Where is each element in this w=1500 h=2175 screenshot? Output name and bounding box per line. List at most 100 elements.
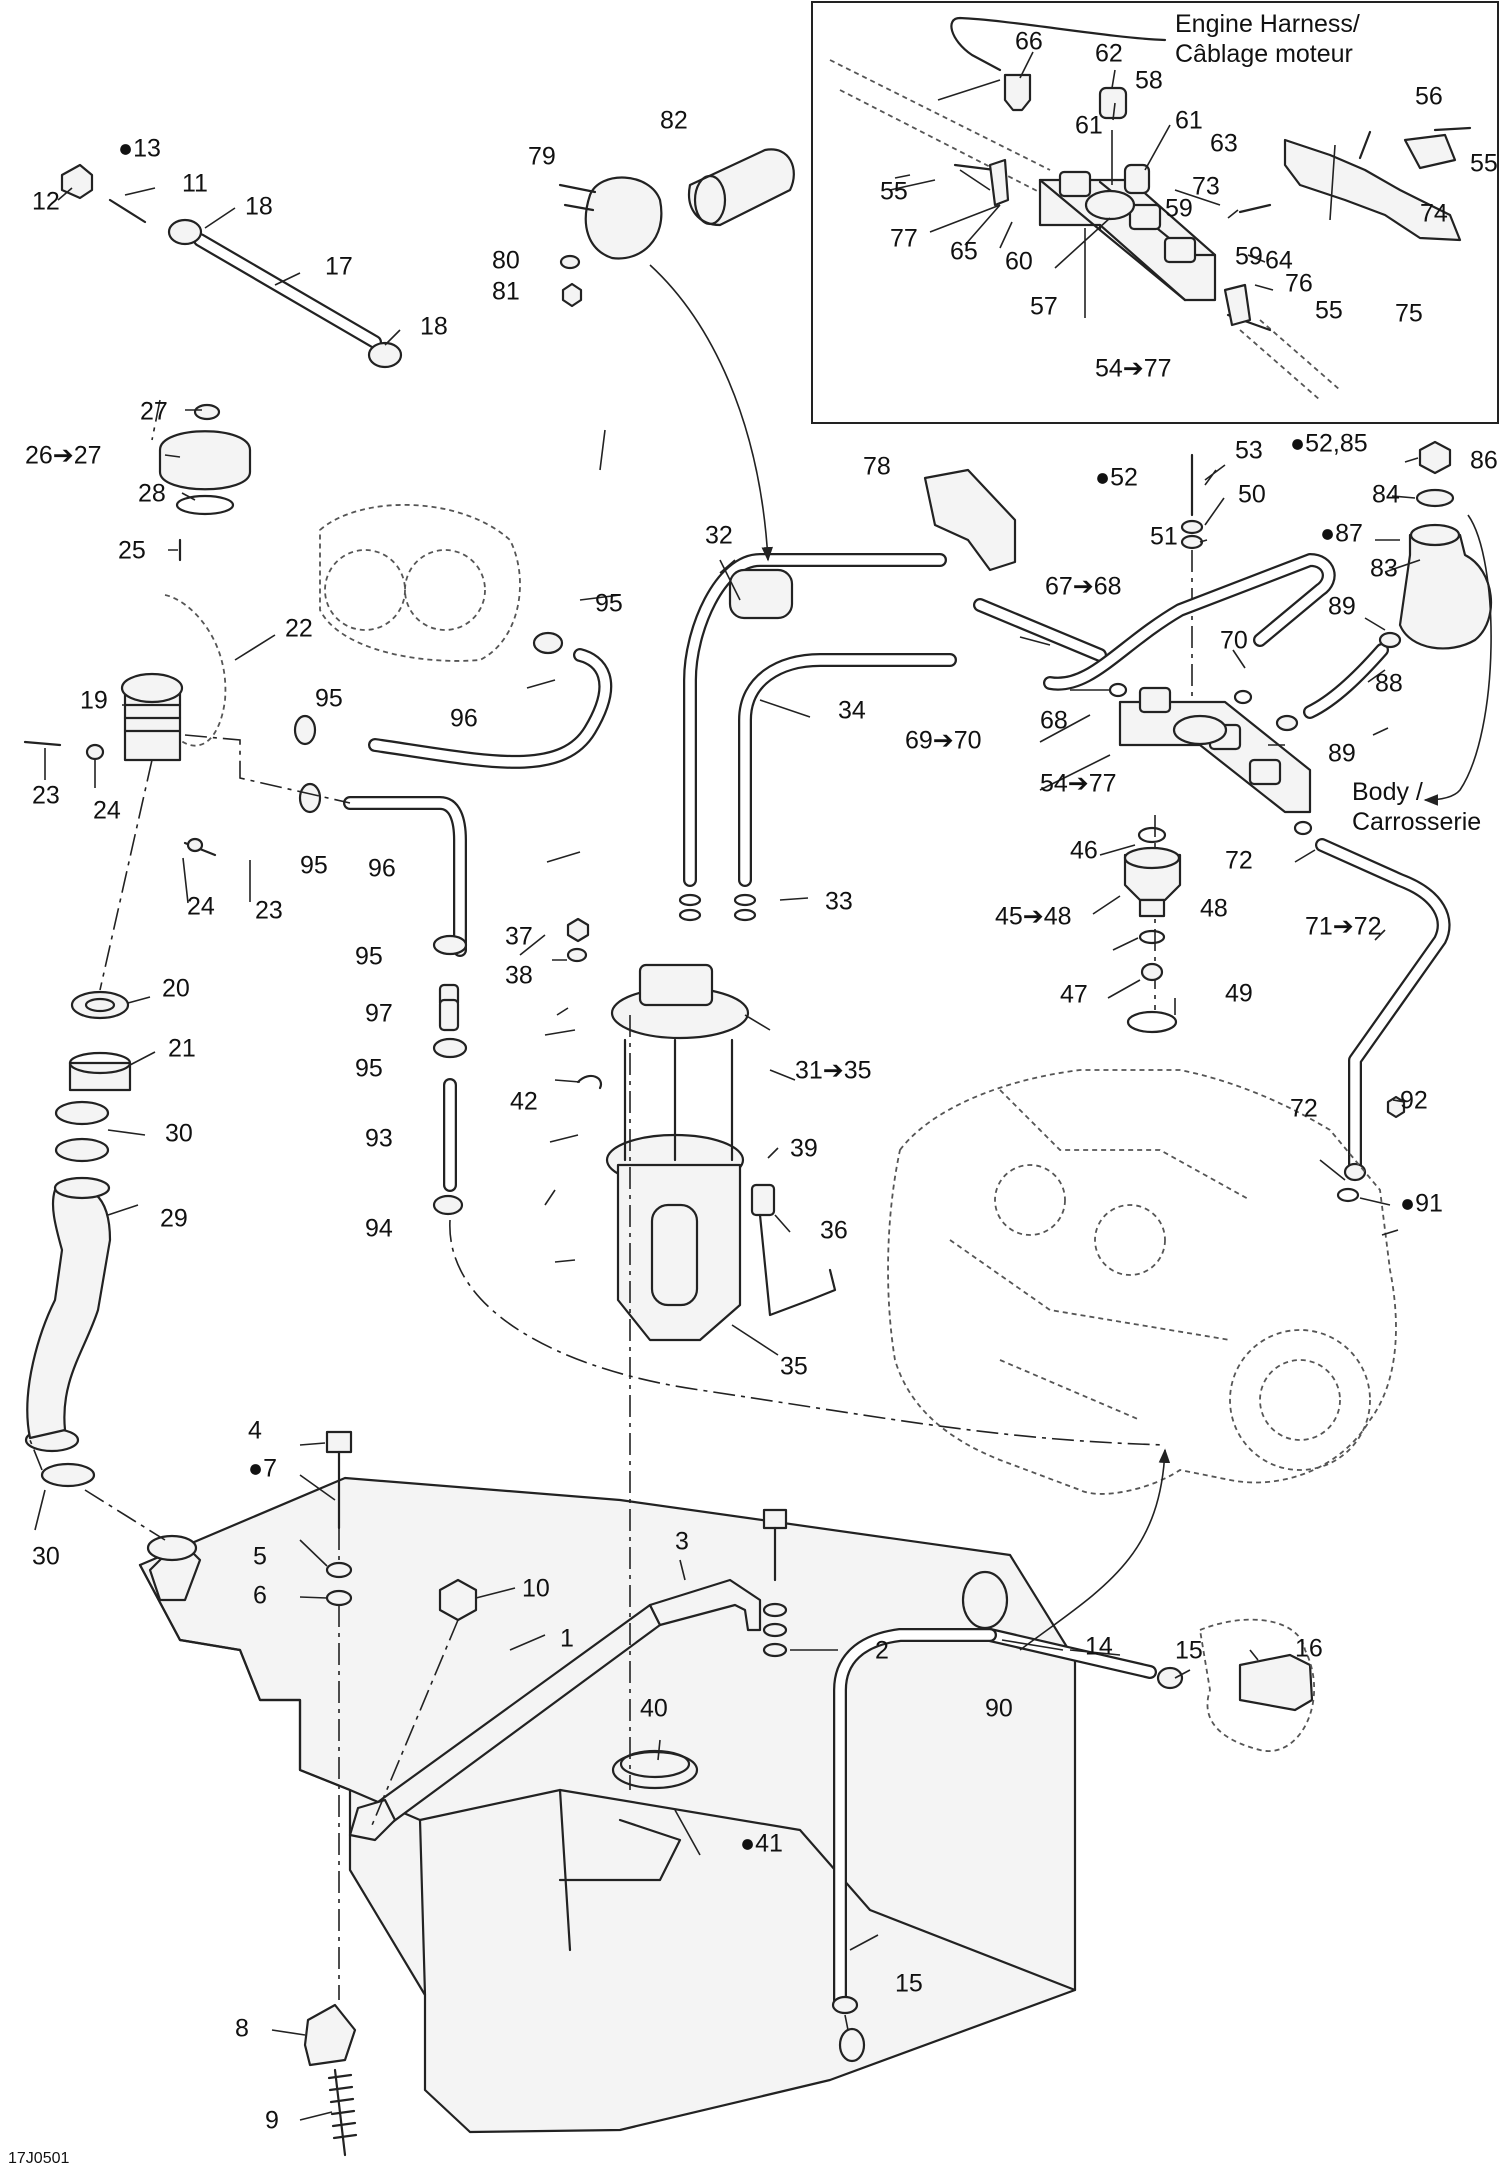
callout-82: 82 (660, 107, 688, 135)
callout-76: 76 (1285, 270, 1313, 298)
callout-54-77: 54➔77 (1040, 770, 1117, 798)
body-note-line1: Body / (1352, 778, 1423, 806)
callout-34: 34 (838, 697, 866, 725)
callout-70: 70 (1220, 627, 1248, 655)
callout-14: 14 (1085, 1633, 1113, 1661)
callout-72: 72 (1225, 847, 1253, 875)
callout-94: 94 (365, 1215, 393, 1243)
callout-65: 65 (950, 238, 978, 266)
callout-59: 59 (1235, 243, 1263, 271)
fuel-pump-module (566, 553, 957, 1790)
callout-51: 51 (1150, 523, 1178, 551)
callout-42: 42 (510, 1088, 538, 1116)
callout-93: 93 (365, 1125, 393, 1153)
callout-55: 55 (880, 178, 908, 206)
callout-23: 23 (255, 897, 283, 925)
callout-95: 95 (300, 852, 328, 880)
callout-21: 21 (168, 1035, 196, 1063)
callout-75: 75 (1395, 300, 1423, 328)
fuel-rail-inset (811, 1, 1499, 424)
callout-60: 60 (1005, 248, 1033, 276)
callout-96: 96 (368, 855, 396, 883)
callout-86: 86 (1470, 447, 1498, 475)
callout-39: 39 (790, 1135, 818, 1163)
callout-64: 64 (1265, 247, 1293, 275)
callout-2: 2 (875, 1637, 889, 1665)
callout-68: 68 (1040, 707, 1068, 735)
callout-50: 50 (1238, 481, 1266, 509)
callout-35: 35 (780, 1353, 808, 1381)
tank-strap (348, 1578, 762, 1842)
callout-55: 55 (1470, 150, 1498, 178)
callout-55: 55 (1315, 297, 1343, 325)
callout-46: 46 (1070, 837, 1098, 865)
callout-18: 18 (420, 313, 448, 341)
vent-hoses (184, 631, 1166, 1446)
callout-90: 90 (985, 1695, 1013, 1723)
callout-5: 5 (253, 1543, 267, 1571)
callout-31-35: 31➔35 (795, 1057, 872, 1085)
callout-53: 53 (1235, 437, 1263, 465)
callout-96: 96 (450, 705, 478, 733)
callout-72: 72 (1290, 1095, 1318, 1123)
callout-47: 47 (1060, 981, 1088, 1009)
callout-62: 62 (1095, 40, 1123, 68)
callout-91: ●91 (1400, 1190, 1443, 1218)
callout-24: 24 (187, 893, 215, 921)
callout-22: 22 (285, 615, 313, 643)
callout-84: 84 (1372, 481, 1400, 509)
callout-95: 95 (315, 685, 343, 713)
primer-line (831, 1570, 1315, 2031)
callout-15: 15 (1175, 1637, 1203, 1665)
callout-38: 38 (505, 962, 533, 990)
callout-87: ●87 (1320, 520, 1363, 548)
callout-10: 10 (522, 1575, 550, 1603)
nut-10 (438, 1578, 478, 1622)
arrow-to-engine (1019, 1448, 1171, 1651)
engine-harness-note-line2: Câblage moteur (1175, 40, 1353, 68)
callout-7: ●7 (248, 1455, 277, 1483)
callout-30: 30 (32, 1543, 60, 1571)
tank-support (303, 2003, 358, 2157)
callout-59: 59 (1165, 195, 1193, 223)
callout-37: 37 (505, 923, 533, 951)
callout-12: 12 (32, 188, 60, 216)
callout-74: 74 (1420, 200, 1448, 228)
filler-neck-assembly (23, 163, 403, 1541)
callout-8: 8 (235, 2015, 249, 2043)
callout-69-70: 69➔70 (905, 727, 982, 755)
callout-28: 28 (138, 480, 166, 508)
callout-95: 95 (595, 590, 623, 618)
callout-95: 95 (355, 1055, 383, 1083)
callout-33: 33 (825, 888, 853, 916)
callout-9: 9 (265, 2107, 279, 2135)
callout-13: ●13 (118, 135, 161, 163)
callout-61: 61 (1075, 112, 1103, 140)
callout-67-68: 67➔68 (1045, 573, 1122, 601)
callout-97: 97 (365, 1000, 393, 1028)
bolt-stack-left (325, 1430, 353, 2000)
callout-24: 24 (93, 797, 121, 825)
callout-19: 19 (80, 687, 108, 715)
arrow-to-pump (649, 264, 774, 562)
callout-30: 30 (165, 1120, 193, 1148)
callout-89: 89 (1328, 740, 1356, 768)
callout-92: 92 (1400, 1087, 1428, 1115)
callout-95: 95 (355, 943, 383, 971)
callout-18: 18 (245, 193, 273, 221)
callout-78: 78 (863, 453, 891, 481)
callout-29: 29 (160, 1205, 188, 1233)
callout-49: 49 (1225, 980, 1253, 1008)
callout-52-85: ●52,85 (1290, 430, 1368, 458)
callout-89: 89 (1328, 593, 1356, 621)
callout-81: 81 (492, 278, 520, 306)
callout-26-27: 26➔27 (25, 442, 102, 470)
callout-36: 36 (820, 1217, 848, 1245)
callout-57: 57 (1030, 293, 1058, 321)
fuel-rail-main (923, 440, 1493, 1203)
callout-23: 23 (32, 782, 60, 810)
callout-27: 27 (140, 398, 168, 426)
callout-56: 56 (1415, 83, 1443, 111)
callout-25: 25 (118, 537, 146, 565)
